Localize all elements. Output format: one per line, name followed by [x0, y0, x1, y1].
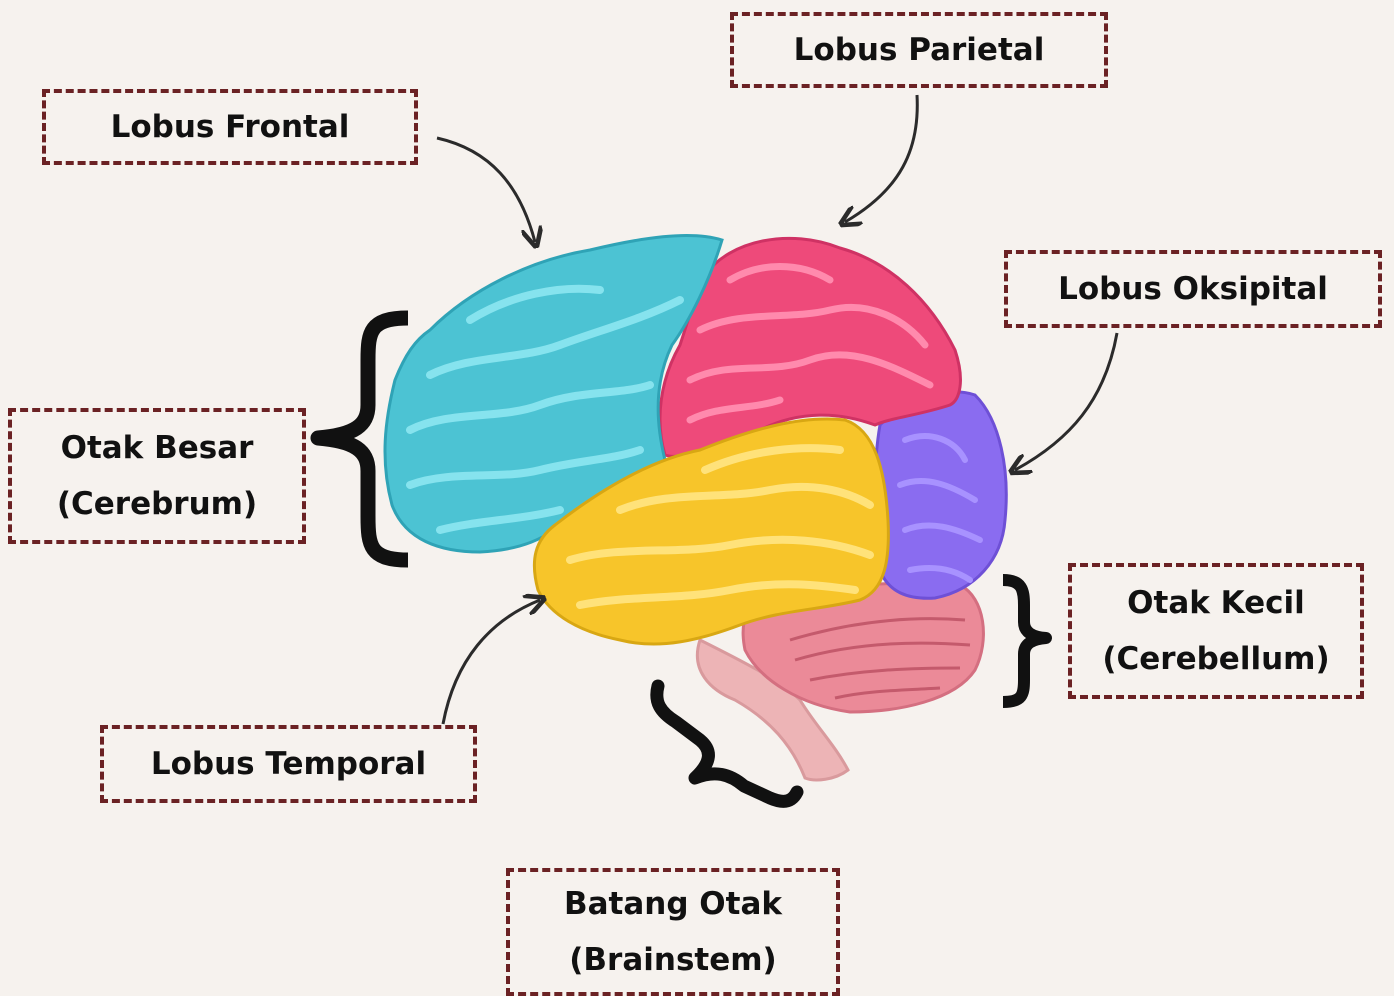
label-lobus-parietal: Lobus Parietal: [730, 12, 1108, 88]
label-batang-otak: Batang Otak (Brainstem): [506, 868, 840, 996]
label-otak-besar-line1: Otak Besar: [61, 420, 254, 476]
parietal-arrow: [845, 95, 917, 222]
frontal-arrow: [437, 138, 535, 242]
label-otak-besar: Otak Besar (Cerebrum): [8, 408, 306, 544]
label-batang-otak-line2: (Brainstem): [569, 932, 776, 988]
label-otak-kecil-line1: Otak Kecil: [1127, 575, 1305, 631]
label-otak-kecil-line2: (Cerebellum): [1102, 631, 1329, 687]
label-batang-otak-line1: Batang Otak: [564, 876, 782, 932]
oksipital-arrow: [1015, 333, 1117, 470]
label-otak-besar-line2: (Cerebrum): [57, 476, 257, 532]
temporal-arrow: [443, 600, 540, 724]
label-lobus-frontal: Lobus Frontal: [42, 89, 418, 165]
label-lobus-parietal-text: Lobus Parietal: [794, 22, 1045, 78]
label-lobus-oksipital: Lobus Oksipital: [1004, 250, 1382, 328]
cerebellum-brace: [1003, 580, 1046, 702]
label-otak-kecil: Otak Kecil (Cerebellum): [1068, 563, 1364, 699]
label-lobus-frontal-text: Lobus Frontal: [111, 99, 350, 155]
label-lobus-oksipital-text: Lobus Oksipital: [1058, 261, 1328, 317]
label-lobus-temporal-text: Lobus Temporal: [151, 736, 426, 792]
label-lobus-temporal: Lobus Temporal: [100, 725, 477, 803]
